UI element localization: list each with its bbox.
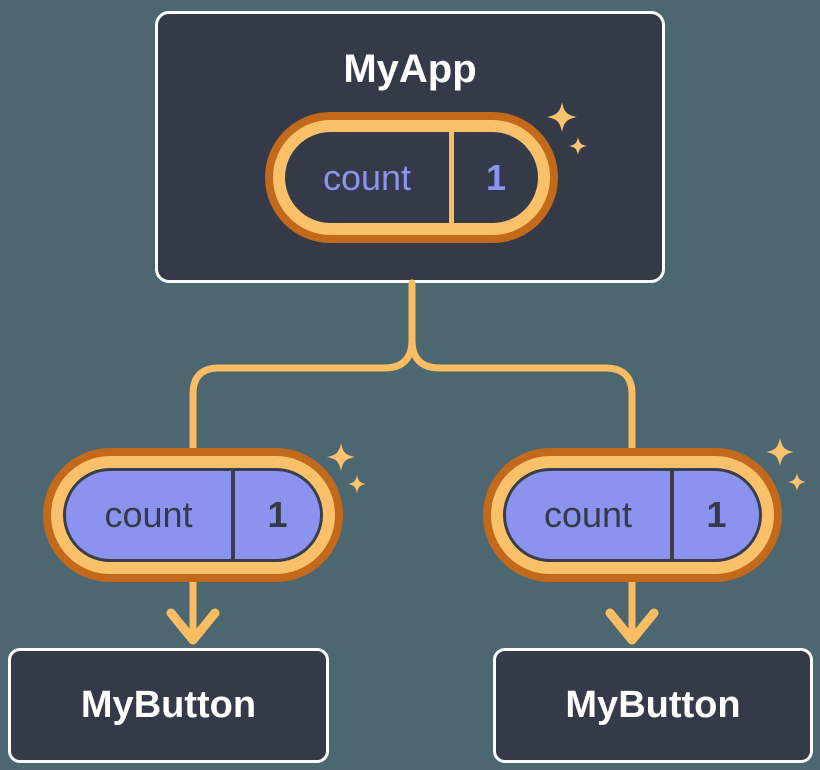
state-pill-ring: count 1 [273,120,550,235]
component-node-mybutton-right: MyButton [493,648,813,763]
prop-pill-label: count [543,494,633,535]
pill-divider [449,132,454,223]
state-pill-myapp: count 1 [265,112,558,243]
arrowhead-right-icon [605,608,659,645]
prop-pill-value: 1 [706,494,727,535]
component-node-mybutton-left: MyButton [8,648,329,763]
state-pill-core: count 1 [285,132,538,223]
prop-pill-core: count 1 [63,468,323,562]
prop-pill-label: count [104,494,193,535]
prop-pill-ring: count 1 [491,456,774,574]
prop-pill-value: 1 [267,494,288,535]
prop-pill-left: count 1 [43,448,343,582]
prop-pill-ring: count 1 [51,456,335,574]
prop-pill-core: count 1 [503,468,762,562]
pill-divider [670,471,674,559]
arrowhead-left-icon [166,608,220,645]
prop-pill-right: count 1 [483,448,782,582]
state-pill-value: 1 [485,156,507,198]
node-title-myapp: MyApp [343,47,477,91]
state-pill-label: count [322,156,412,198]
